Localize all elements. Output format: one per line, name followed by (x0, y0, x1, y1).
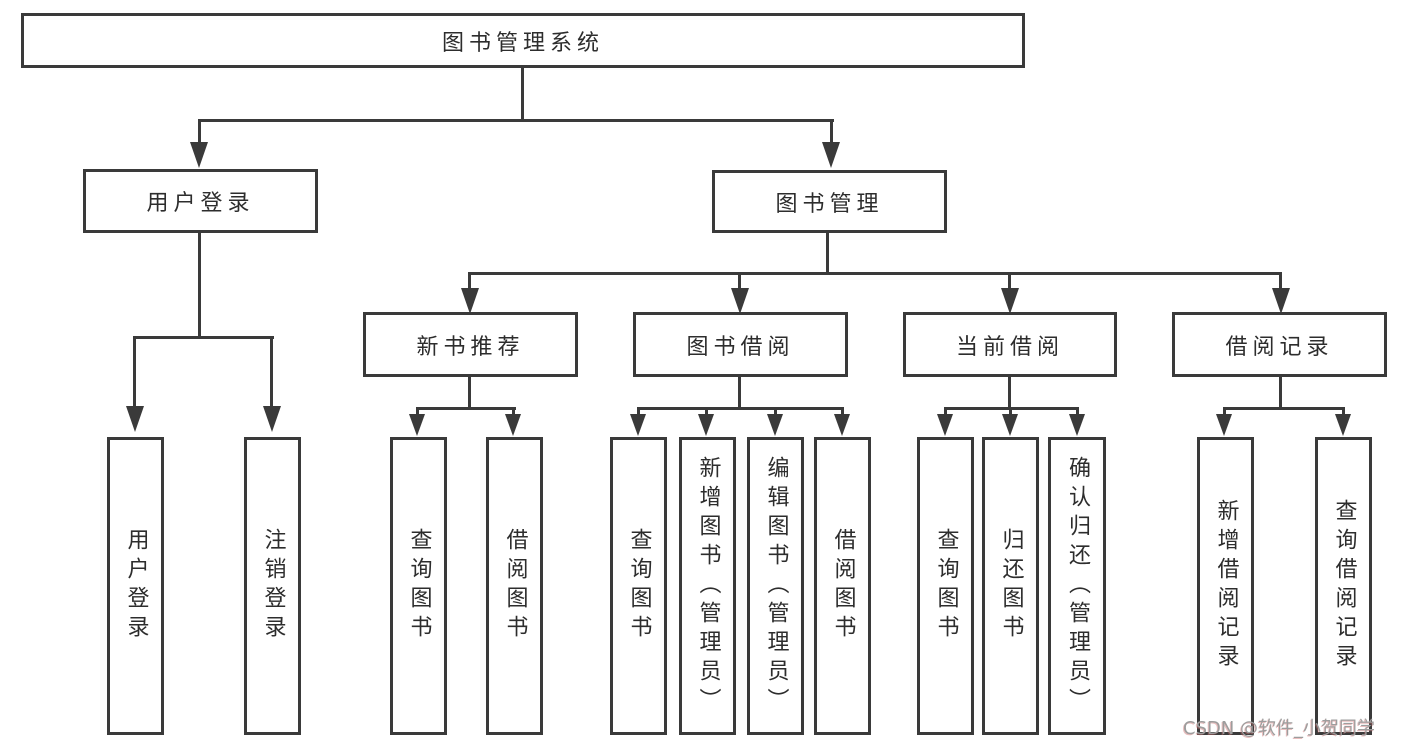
connector-leaf12-drop (1223, 407, 1226, 417)
connector-leaf4-drop (512, 407, 515, 417)
connector-leaf3-drop (416, 407, 419, 417)
leaf-return-books: 归还图书 (982, 437, 1039, 735)
arrowhead-leaf3 (409, 414, 425, 436)
connector-leaf1-drop (133, 336, 136, 408)
leaf-edit-books-admin: 编辑图书（管理员） (747, 437, 804, 735)
connector-level3-bar (468, 272, 1282, 275)
node-borrow-records: 借阅记录 (1172, 312, 1387, 377)
leaf-user-login-label: 用户登录 (123, 528, 149, 644)
leaf-user-login: 用户登录 (107, 437, 164, 735)
arrowhead-leaf4 (505, 414, 521, 436)
leaf-query-books-borrow-label: 查询图书 (626, 528, 652, 644)
leaf-add-books-admin: 新增图书（管理员） (679, 437, 736, 735)
connector-borrowrecords-stem (1279, 377, 1282, 410)
leaf-add-borrow-record: 新增借阅记录 (1197, 437, 1254, 735)
arrowhead-leaf2 (263, 406, 281, 432)
arrowhead-leaf11 (1069, 414, 1085, 436)
node-user-login-label: 用户登录 (146, 191, 255, 216)
leaf-confirm-return-admin-label: 确认归还（管理员） (1065, 455, 1090, 717)
arrowhead-leaf6 (698, 414, 714, 436)
arrowhead-userlogin (190, 142, 208, 168)
arrowhead-l3c (1001, 288, 1019, 314)
connector-newbook-bar (416, 407, 516, 410)
connector-leaf7-drop (774, 407, 777, 417)
arrowhead-l3a (461, 288, 479, 314)
arrowhead-l3d (1272, 288, 1290, 314)
connector-leaf8-drop (841, 407, 844, 417)
node-book-management: 图书管理 (712, 170, 947, 233)
leaf-add-books-admin-label: 新增图书（管理员） (695, 455, 721, 717)
arrowhead-leaf5 (630, 414, 646, 436)
arrowhead-bookmgmt (822, 142, 840, 168)
arrowhead-leaf9 (937, 414, 953, 436)
arrowhead-leaf10 (1002, 414, 1018, 436)
leaf-borrow-books-recommend: 借阅图书 (486, 437, 543, 735)
leaf-query-borrow-record-label: 查询借阅记录 (1331, 499, 1357, 673)
connector-userlogin-stem (198, 233, 201, 339)
arrowhead-leaf8 (834, 414, 850, 436)
leaf-logout-label: 注销登录 (260, 528, 286, 644)
connector-leaf11-drop (1076, 407, 1079, 417)
connector-l3a-drop (468, 272, 471, 292)
leaf-add-borrow-record-label: 新增借阅记录 (1213, 499, 1239, 673)
connector-bookmgmt-drop (830, 119, 833, 149)
arrowhead-l3b (731, 288, 749, 314)
node-book-borrow: 图书借阅 (633, 312, 848, 377)
node-new-book-recommend-label: 新书推荐 (416, 334, 525, 360)
connector-userlogin-drop (198, 119, 201, 149)
leaf-return-books-label: 归还图书 (998, 528, 1024, 644)
connector-bookborrow-bar (637, 407, 844, 410)
arrowhead-leaf1 (126, 406, 144, 432)
leaf-query-borrow-record: 查询借阅记录 (1315, 437, 1372, 735)
connector-root-bar (198, 119, 834, 122)
leaf-logout: 注销登录 (244, 437, 301, 735)
leaf-query-books-recommend: 查询图书 (390, 437, 447, 735)
node-book-borrow-label: 图书借阅 (686, 334, 795, 360)
leaf-query-books-borrow: 查询图书 (610, 437, 667, 735)
leaf-borrow-books-recommend-label: 借阅图书 (502, 528, 528, 644)
node-new-book-recommend: 新书推荐 (363, 312, 578, 377)
connector-leaf9-drop (944, 407, 947, 417)
connector-leaf13-drop (1342, 407, 1345, 417)
connector-borrowrecords-bar (1223, 407, 1345, 410)
connector-leaf6-drop (705, 407, 708, 417)
csdn-watermark: CSDN @软件_小贺同学 (1183, 718, 1376, 739)
connector-l3b-drop (738, 272, 741, 292)
leaf-query-books-recommend-label: 查询图书 (406, 528, 432, 644)
arrowhead-leaf12 (1216, 414, 1232, 436)
leaf-confirm-return-admin: 确认归还（管理员） (1048, 437, 1106, 735)
connector-l3c-drop (1008, 272, 1011, 292)
connector-newbook-stem (468, 377, 471, 410)
node-current-borrow-label: 当前借阅 (955, 334, 1064, 360)
connector-leaf5-drop (637, 407, 640, 417)
node-root-label: 图书管理系统 (441, 30, 604, 56)
node-current-borrow: 当前借阅 (903, 312, 1117, 377)
connector-userlogin-bar (133, 336, 274, 339)
node-root: 图书管理系统 (21, 13, 1025, 68)
connector-leaf10-drop (1009, 407, 1012, 417)
leaf-query-books-current: 查询图书 (917, 437, 974, 735)
arrowhead-leaf13 (1335, 414, 1351, 436)
node-user-login: 用户登录 (83, 169, 318, 233)
connector-leaf2-drop (270, 336, 273, 408)
connector-bookborrow-stem (738, 377, 741, 410)
arrowhead-leaf7 (767, 414, 783, 436)
leaf-borrow-books: 借阅图书 (814, 437, 871, 735)
leaf-borrow-books-label: 借阅图书 (830, 528, 856, 644)
leaf-edit-books-admin-label: 编辑图书（管理员） (763, 455, 789, 717)
node-book-management-label: 图书管理 (775, 191, 884, 217)
node-borrow-records-label: 借阅记录 (1225, 334, 1334, 360)
connector-l3d-drop (1279, 272, 1282, 292)
connector-currentborrow-stem (1008, 377, 1011, 410)
connector-root-stem (521, 68, 524, 122)
connector-bookmgmt-stem (826, 233, 829, 275)
leaf-query-books-current-label: 查询图书 (933, 528, 959, 644)
